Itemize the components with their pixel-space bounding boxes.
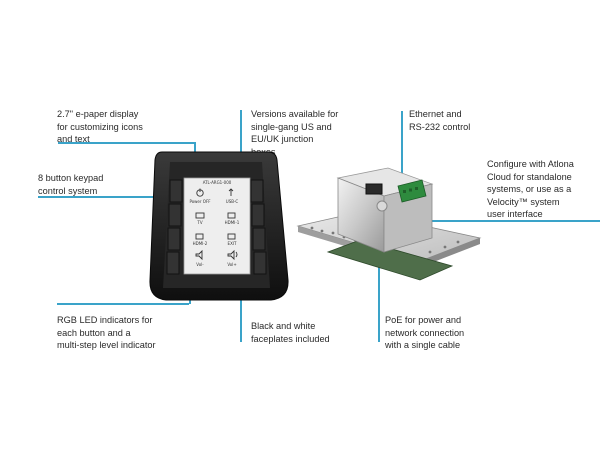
leader-rgb-horizontal (57, 303, 189, 305)
callout-keypad: 8 button keypad control system (38, 173, 104, 196)
epaper-screen (183, 177, 251, 275)
callout-epaper-display: 2.7" e-paper display for customizing ico… (57, 109, 143, 145)
leader-keypad-horizontal (38, 196, 171, 198)
callout-rgb-led: RGB LED indicators for each button and a… (57, 315, 156, 351)
callout-configure-atlona: Configure with Atlona Cloud for standalo… (487, 159, 574, 220)
leader-configure-horizontal (415, 220, 600, 222)
leader-ethernet-vertical (401, 111, 403, 187)
screen-label-4: HDMI-1 (225, 220, 240, 225)
screen-label-3: TV (196, 220, 202, 225)
screen-label-8: Vol+ (227, 262, 236, 267)
screen-label-5: HDMI-2 (193, 241, 208, 246)
leader-poe-vertical (378, 214, 380, 342)
usb-icon (228, 188, 234, 196)
leader-epaper-horizontal (58, 142, 194, 144)
display-icon (195, 212, 205, 219)
callout-poe: PoE for power and network connection wit… (385, 315, 465, 351)
screen-label-7: Vol- (196, 262, 204, 267)
screen-label-2: USB-C (226, 199, 239, 204)
leader-versions-vertical (240, 110, 242, 165)
hdmi-icon-2 (195, 233, 204, 240)
callout-ethernet-rs232: Ethernet and RS-232 control (409, 109, 471, 132)
rear-module (296, 167, 482, 281)
hdmi-icon (227, 212, 236, 219)
volume-down-icon (195, 249, 203, 261)
keypad-device: ATL-ARG1-000 Power OFF USB-C TV HDMI-1 H… (149, 151, 289, 301)
screen-label-6: EXIT (228, 241, 237, 246)
screen-header: ATL-ARG1-000 (203, 180, 232, 185)
volume-up-icon (227, 249, 238, 261)
leader-faceplates-vertical (240, 285, 242, 342)
screen-icons (195, 188, 238, 261)
exit-icon (227, 233, 236, 240)
screen-label-1: Power OFF (189, 199, 211, 204)
callout-faceplates: Black and white faceplates included (251, 321, 330, 344)
